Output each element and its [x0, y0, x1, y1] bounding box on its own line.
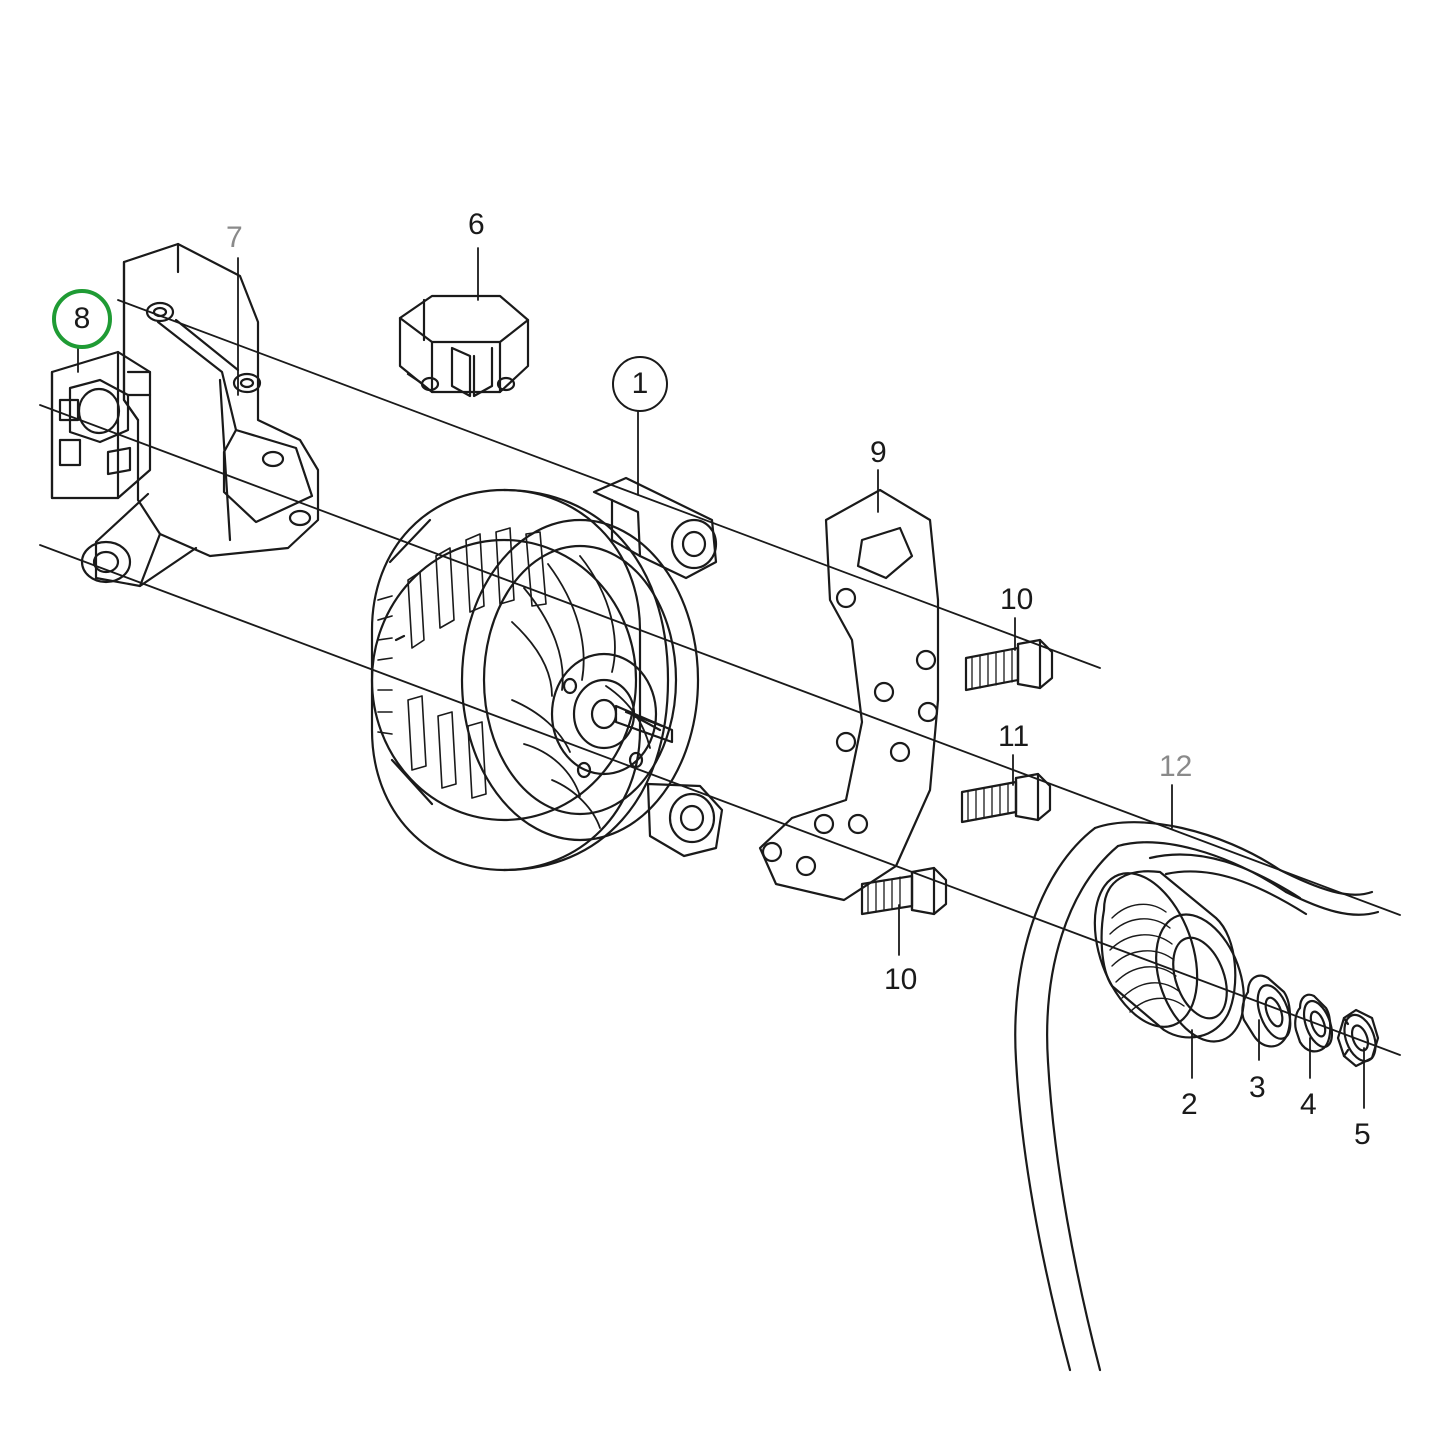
callout-11[interactable]: 11 [998, 722, 1029, 752]
callout-2-label: 2 [1181, 1088, 1198, 1121]
part-9-mounting-plate [758, 488, 940, 902]
part-11-bolt-middle [960, 772, 1052, 824]
callout-1-circle[interactable]: 1 [612, 356, 668, 412]
callout-12-label: 12 [1159, 750, 1193, 783]
callout-10-upper-label: 10 [1000, 583, 1034, 616]
part-3-spacer [1241, 974, 1292, 1048]
callout-9-label: 9 [870, 436, 887, 469]
part-7-bracket [80, 242, 320, 588]
callout-5[interactable]: 5 [1354, 1120, 1371, 1150]
callout-8-label: 8 [73, 302, 91, 335]
callout-1-label: 1 [631, 367, 649, 400]
callout-5-label: 5 [1354, 1118, 1371, 1151]
callout-3[interactable]: 3 [1249, 1073, 1266, 1103]
callout-4-label: 4 [1300, 1088, 1317, 1121]
callout-7-label: 7 [226, 221, 243, 254]
callout-12[interactable]: 12 [1159, 752, 1192, 782]
callout-6[interactable]: 6 [468, 210, 485, 240]
part-8-regulator [50, 350, 152, 500]
part-1-alternator [370, 476, 724, 872]
part-10-bolt-lower [860, 866, 948, 916]
callout-3-label: 3 [1249, 1071, 1266, 1104]
callout-11-label: 11 [998, 720, 1030, 753]
callout-6-label: 6 [468, 208, 485, 241]
callout-10-lower-label: 10 [884, 963, 918, 996]
leader-lines [77, 247, 1365, 1109]
part-2-pulley [1093, 870, 1245, 1043]
part-6-connector [398, 294, 530, 398]
callout-7[interactable]: 7 [226, 223, 243, 253]
callout-10-lower[interactable]: 10 [884, 965, 917, 995]
callout-2[interactable]: 2 [1181, 1090, 1198, 1120]
assembly-axis-lines [39, 299, 1401, 1056]
callout-9[interactable]: 9 [870, 438, 887, 468]
part-4-washer [1294, 993, 1334, 1053]
part-10-bolt-upper [964, 638, 1054, 692]
callout-4[interactable]: 4 [1300, 1090, 1317, 1120]
part-12-drive-belt [1014, 821, 1380, 1372]
part-5-nut [1336, 1008, 1380, 1068]
callout-10-upper[interactable]: 10 [1000, 585, 1033, 615]
callout-8-circle[interactable]: 8 [52, 289, 112, 349]
